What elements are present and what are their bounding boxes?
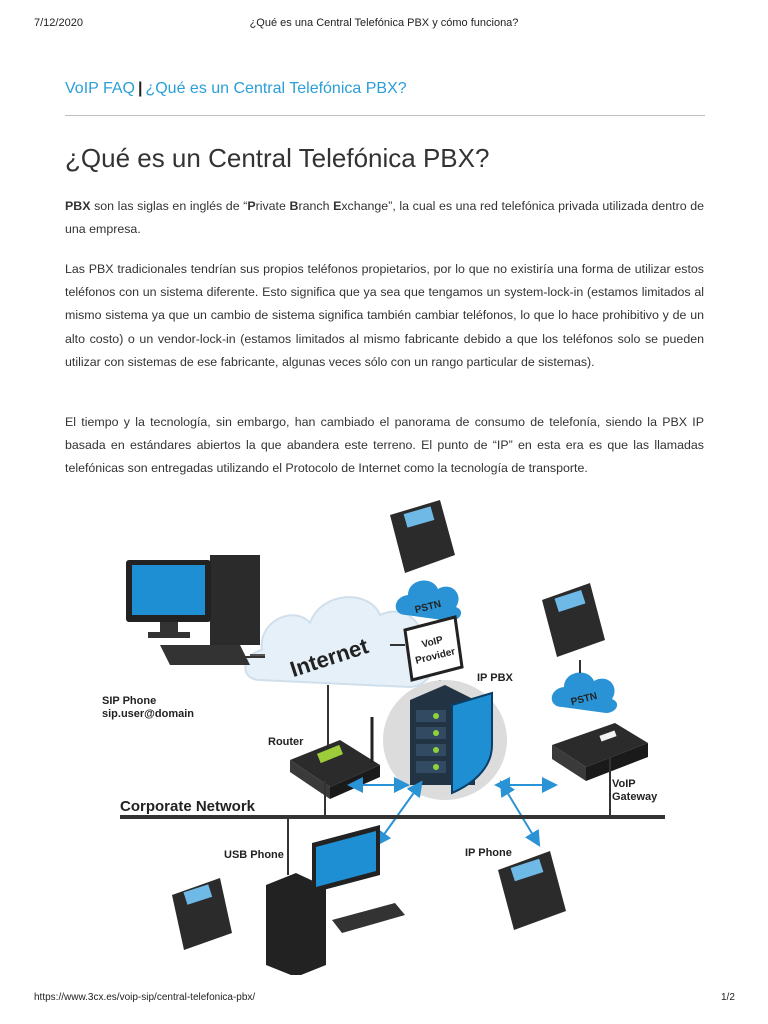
sip-phone-computer [126, 555, 265, 665]
top-desk-phone [390, 500, 455, 573]
page-title: ¿Qué es un Central Telefónica PBX? [65, 143, 490, 173]
breadcrumb-voip-faq-link[interactable]: VoIP FAQ [65, 80, 135, 97]
breadcrumb: VoIP FAQ|¿Qué es un Central Telefónica P… [65, 80, 407, 98]
paragraph-ip-pbx: El tiempo y la tecnología, sin embargo, … [65, 415, 704, 476]
ip-pbx-label: IP PBX [477, 672, 514, 684]
ip-desk-phone [498, 851, 566, 930]
sip-phone-address-label: sip.user@domain [102, 708, 194, 720]
ip-pbx-server [383, 680, 507, 800]
paragraph-traditional-pbx: Las PBX tradicionales tendrían sus propi… [65, 262, 704, 369]
ip-pbx-network-diagram: Internet SIP Phone sip.user@domain Route… [102, 500, 665, 975]
pbx-ipphone-arrow [499, 780, 541, 847]
usb-phone-workstation [172, 825, 405, 975]
pstn-right-cloud: PSTN [551, 672, 618, 713]
breadcrumb-current-link[interactable]: ¿Qué es un Central Telefónica PBX? [145, 80, 407, 97]
usb-phone-label: USB Phone [224, 849, 284, 861]
router-device [290, 685, 380, 799]
pstn-top-cloud: PSTN [395, 580, 462, 621]
page-number: 1/2 [721, 992, 735, 1003]
voip-gateway-device [552, 723, 648, 781]
internet-cloud: Internet [244, 596, 433, 689]
sip-phone-label: SIP Phone [102, 695, 156, 707]
breadcrumb-separator: | [137, 80, 143, 97]
voip-gateway-label-2: Gateway [612, 791, 658, 803]
corporate-network-label: Corporate Network [120, 798, 256, 815]
right-desk-phone [542, 583, 605, 657]
paragraph-intro: PBX son las siglas en inglés de “Private… [65, 199, 704, 237]
router-label: Router [268, 736, 304, 748]
pbx-usb-arrow [375, 780, 423, 847]
voip-provider-label-1: VoIP [421, 635, 445, 651]
print-title: ¿Qué es una Central Telefónica PBX y cóm… [249, 17, 519, 29]
divider [65, 115, 705, 116]
ip-phone-label: IP Phone [465, 847, 512, 859]
bold-pbx: PBX [65, 199, 91, 213]
voip-provider-box: VoIP Provider [403, 615, 464, 682]
voip-gateway-label-1: VoIP [612, 778, 636, 790]
page-header: 7/12/2020 ¿Qué es una Central Telefónica… [0, 17, 768, 31]
print-date: 7/12/2020 [34, 17, 83, 29]
print-url: https://www.3cx.es/voip-sip/central-tele… [34, 992, 256, 1003]
